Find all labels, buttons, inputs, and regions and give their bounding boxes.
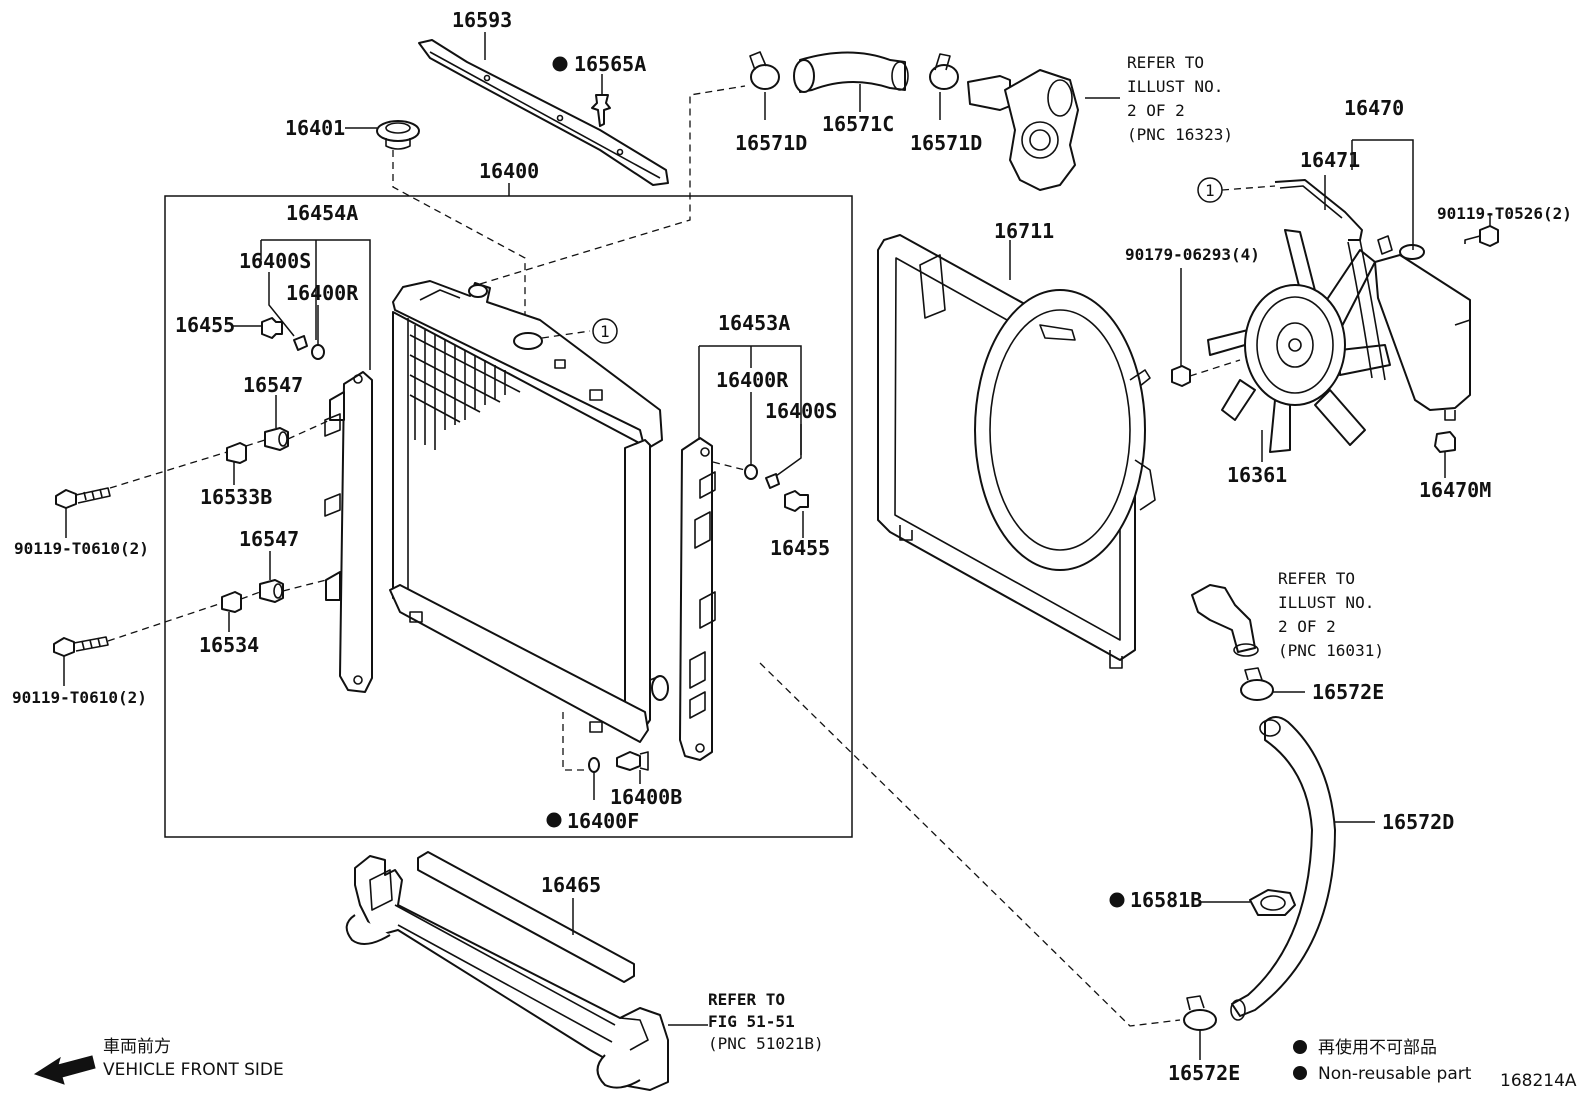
label-16361: 16361 xyxy=(1227,463,1287,487)
side-support-left xyxy=(324,371,373,693)
grommet-16547-upper xyxy=(264,427,289,451)
label-16470: 16470 xyxy=(1344,96,1404,120)
label-16572E-upper: 16572E xyxy=(1312,680,1384,704)
label-16400F: 16400F xyxy=(567,809,639,833)
reserve-tank-16470 xyxy=(1374,235,1471,421)
bolt-90119-T0610-lower xyxy=(53,636,109,657)
svg-text:(PNC 16031): (PNC 16031) xyxy=(1278,641,1384,660)
label-16400: 16400 xyxy=(479,159,539,183)
svg-text:ILLUST NO.: ILLUST NO. xyxy=(1278,593,1374,612)
seal-16465 xyxy=(417,851,635,983)
label-16593: 16593 xyxy=(452,8,512,32)
label-16534: 16534 xyxy=(199,633,259,657)
label-16571D-right: 16571D xyxy=(910,131,982,155)
label-90119-T0610-upper: 90119-T0610(2) xyxy=(14,539,149,558)
label-16581B: 16581B xyxy=(1130,888,1202,912)
legend-dot-jp xyxy=(1293,1040,1307,1054)
reference-circle-2-text: 1 xyxy=(1205,181,1215,200)
svg-text:FIG 51-51: FIG 51-51 xyxy=(708,1012,795,1031)
drain-cock-16400B xyxy=(616,751,649,771)
label-16400B: 16400B xyxy=(610,785,682,809)
grommet-16547-lower xyxy=(259,579,284,603)
bolt-90119-T0610-upper xyxy=(55,487,111,509)
bolt-16455-right xyxy=(784,490,809,512)
svg-text:ILLUST NO.: ILLUST NO. xyxy=(1127,77,1223,96)
legend-label-en: Non-reusable part xyxy=(1318,1064,1472,1084)
radiator-support-lower xyxy=(345,855,669,1091)
direction-label-jp: 車両前方 xyxy=(103,1037,171,1057)
label-16465: 16465 xyxy=(541,873,601,897)
svg-text:REFER TO: REFER TO xyxy=(708,990,785,1009)
label-90119-T0610-lower: 90119-T0610(2) xyxy=(12,688,147,707)
hose-16572D xyxy=(1230,716,1336,1021)
refer-note-top: REFER TO ILLUST NO. 2 OF 2 (PNC 16323) xyxy=(1127,53,1233,144)
label-16455-right: 16455 xyxy=(770,536,830,560)
label-90179-06293: 90179-06293(4) xyxy=(1125,245,1260,264)
label-16401: 16401 xyxy=(285,116,345,140)
bolt-16455-left xyxy=(261,317,283,339)
label-16400S-left: 16400S xyxy=(239,249,311,273)
side-support-right xyxy=(679,437,716,761)
label-16572D: 16572D xyxy=(1382,810,1454,834)
front-arrow-icon xyxy=(33,1055,96,1085)
water-outlet-housing xyxy=(967,69,1079,191)
label-16454A: 16454A xyxy=(286,201,358,225)
reference-circle-1-text: 1 xyxy=(600,322,610,341)
label-16572E-lower: 16572E xyxy=(1168,1061,1240,1085)
svg-text:(PNC 51021B): (PNC 51021B) xyxy=(708,1034,824,1053)
cooling-fan-16361 xyxy=(1207,229,1391,453)
label-16471: 16471 xyxy=(1300,148,1360,172)
label-16547-lower: 16547 xyxy=(239,527,299,551)
fan-shroud-16711 xyxy=(877,234,1156,669)
radiator-cap-16401 xyxy=(376,120,420,150)
refer-note-right: REFER TO ILLUST NO. 2 OF 2 (PNC 16031) xyxy=(1278,569,1384,660)
svg-text:REFER TO: REFER TO xyxy=(1127,53,1204,72)
label-16571C: 16571C xyxy=(822,112,894,136)
radiator-support-upper xyxy=(418,39,669,186)
clamp-16571D-right xyxy=(929,53,959,90)
figure-id: 168214A xyxy=(1500,1071,1577,1091)
svg-text:2 OF 2: 2 OF 2 xyxy=(1127,101,1185,120)
hose-16571C xyxy=(793,51,909,93)
label-16547-upper: 16547 xyxy=(243,373,303,397)
non-reusable-mark-16565A xyxy=(552,56,568,72)
label-16565A: 16565A xyxy=(574,52,646,76)
bushing-16534 xyxy=(221,591,242,613)
clamp-16572E-lower xyxy=(1183,995,1217,1031)
non-reusable-mark-16581B xyxy=(1109,892,1125,908)
label-16711: 16711 xyxy=(994,219,1054,243)
label-16453A: 16453A xyxy=(718,311,790,335)
legend-dot-en xyxy=(1293,1066,1307,1080)
bushing-16533B xyxy=(226,442,247,464)
refer-note-bottom: REFER TO FIG 51-51 (PNC 51021B) xyxy=(708,990,824,1053)
label-16400S-right: 16400S xyxy=(765,399,837,423)
svg-text:2 OF 2: 2 OF 2 xyxy=(1278,617,1336,636)
label-16571D-left: 16571D xyxy=(735,131,807,155)
label-16455-left: 16455 xyxy=(175,313,235,337)
svg-text:(PNC 16323): (PNC 16323) xyxy=(1127,125,1233,144)
clamp-16571D-left xyxy=(749,51,780,90)
water-inlet-housing xyxy=(1191,584,1259,657)
direction-label-en: VEHICLE FRONT SIDE xyxy=(103,1060,284,1080)
radiator-core xyxy=(389,280,669,743)
label-16400R-left: 16400R xyxy=(286,281,359,305)
non-reusable-mark-16400F xyxy=(546,812,562,828)
label-90119-T0526: 90119-T0526(2) xyxy=(1437,204,1572,223)
label-16400R-right: 16400R xyxy=(716,368,789,392)
label-16470M: 16470M xyxy=(1419,478,1491,502)
clamp-16581B xyxy=(1249,889,1296,916)
reference-circle-1 xyxy=(592,318,618,344)
legend-label-jp: 再使用不可部品 xyxy=(1318,1037,1437,1058)
clamp-16572E-upper xyxy=(1240,667,1274,701)
cap-16470M xyxy=(1434,431,1456,453)
svg-text:REFER TO: REFER TO xyxy=(1278,569,1355,588)
bolt-90119-T0526 xyxy=(1464,225,1499,247)
label-16533B: 16533B xyxy=(200,485,272,509)
clip-16565A xyxy=(591,94,611,127)
reservoir-hose-16471 xyxy=(1274,179,1386,381)
